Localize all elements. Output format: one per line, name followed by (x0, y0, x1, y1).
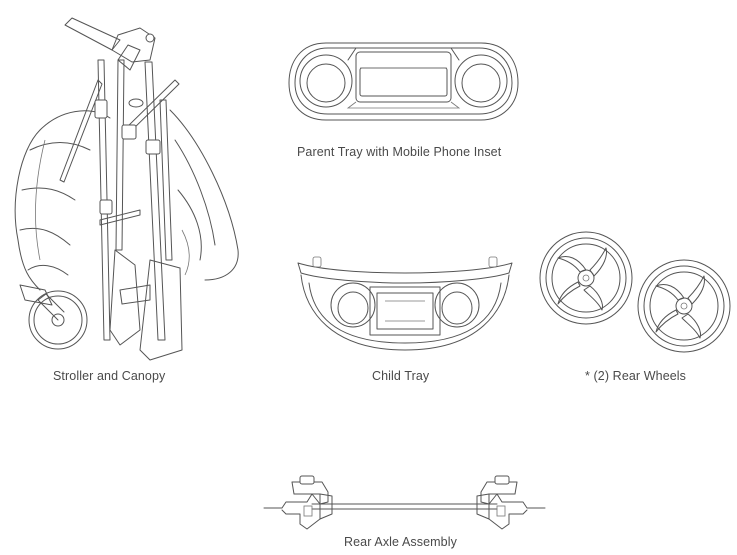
child-tray-icon (297, 256, 513, 351)
rear-axle-illustration (262, 474, 547, 534)
stroller-folded-icon (14, 17, 239, 361)
rear-wheel-icon (539, 231, 731, 353)
parent-tray-caption: Parent Tray with Mobile Phone Inset (297, 145, 502, 159)
child-tray-caption: Child Tray (372, 369, 430, 383)
rear-axle-icon (263, 475, 546, 530)
rear-wheels-illustration (538, 230, 733, 355)
rear-wheels-caption: * (2) Rear Wheels (585, 369, 687, 383)
stroller-illustration (0, 0, 250, 370)
stroller-caption: Stroller and Canopy (53, 369, 166, 383)
child-tray-illustration (295, 255, 515, 355)
parent-tray-icon (288, 42, 519, 121)
parent-tray-illustration (286, 38, 521, 128)
rear-axle-caption: Rear Axle Assembly (344, 535, 457, 549)
